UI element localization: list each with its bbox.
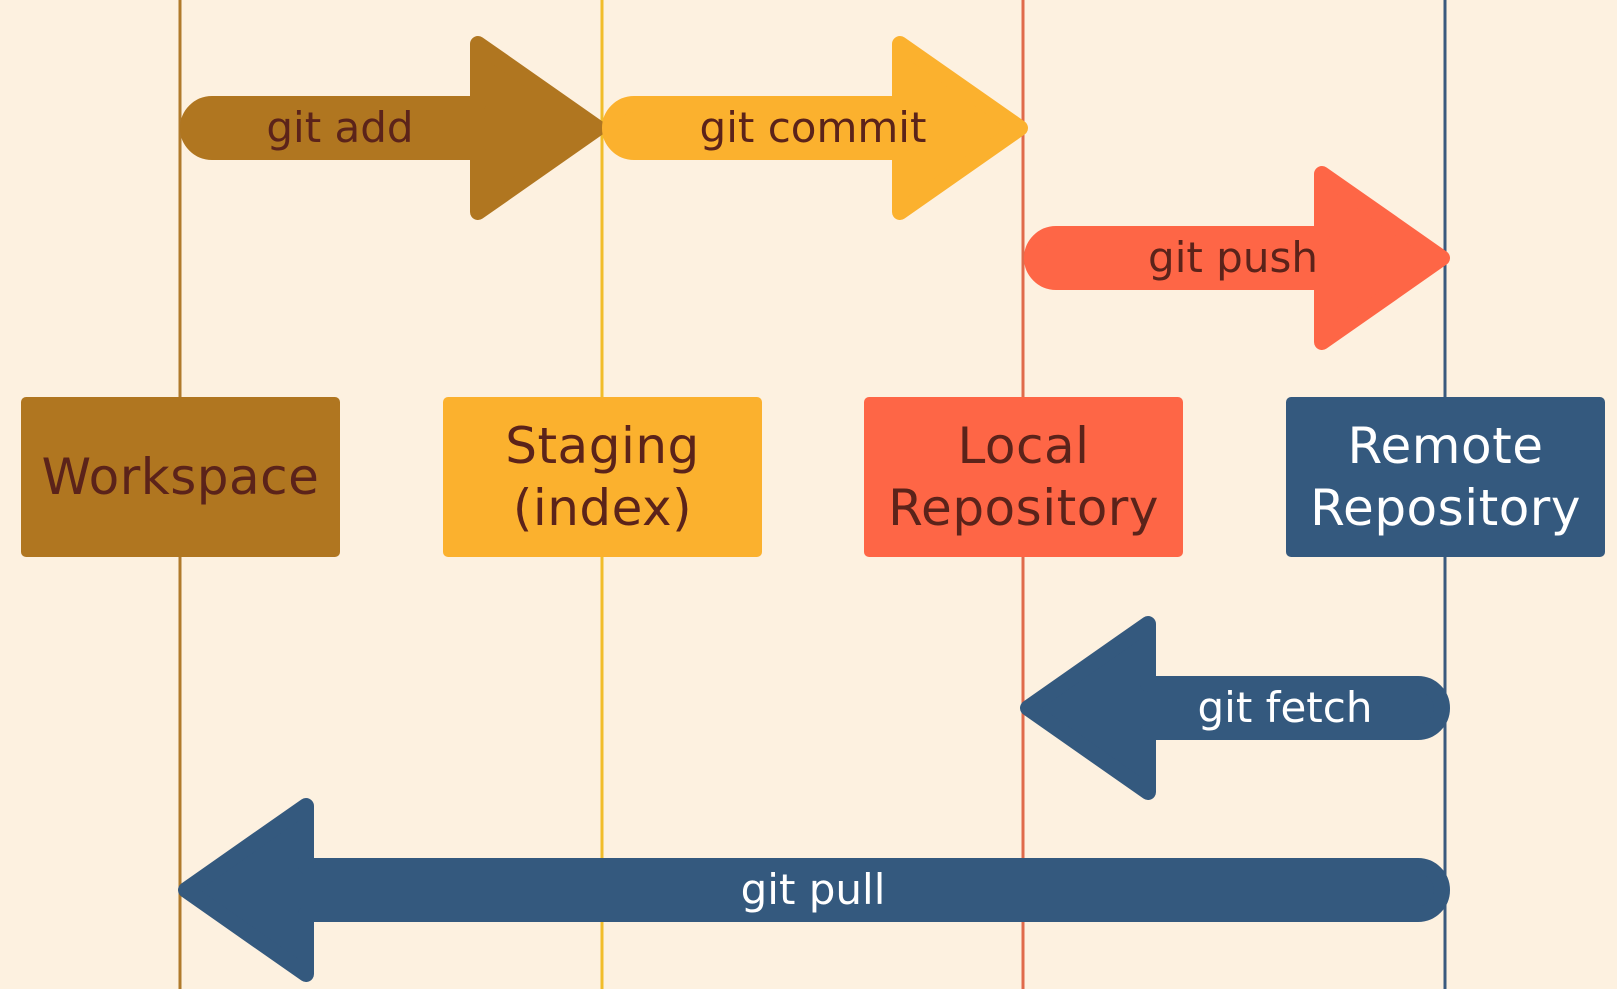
staging-box-label-line2: (index) <box>512 479 693 537</box>
workspace-box: Workspace <box>21 397 340 557</box>
remote-repository-box: Remote Repository <box>1286 397 1605 557</box>
local-box-label-line2: Repository <box>888 479 1159 537</box>
git-fetch-arrow: git fetch <box>1020 616 1450 800</box>
staging-box: Staging (index) <box>443 397 762 557</box>
git-add-arrow: git add <box>180 36 606 220</box>
remote-box-label-line1: Remote <box>1347 417 1544 475</box>
git-push-label: git push <box>1148 233 1318 282</box>
staging-box-label-line1: Staging <box>505 417 700 475</box>
workspace-box-label: Workspace <box>41 448 320 506</box>
local-box-label-line1: Local <box>957 417 1090 475</box>
git-add-label: git add <box>266 103 413 152</box>
remote-box-label-line2: Repository <box>1310 479 1581 537</box>
git-commit-label: git commit <box>700 103 927 152</box>
git-pull-label: git pull <box>741 865 886 914</box>
local-repository-box: Local Repository <box>864 397 1183 557</box>
git-push-arrow: git push <box>1024 166 1450 350</box>
git-fetch-label: git fetch <box>1198 683 1373 732</box>
git-pull-arrow: git pull <box>178 798 1450 982</box>
git-commit-arrow: git commit <box>602 36 1028 220</box>
